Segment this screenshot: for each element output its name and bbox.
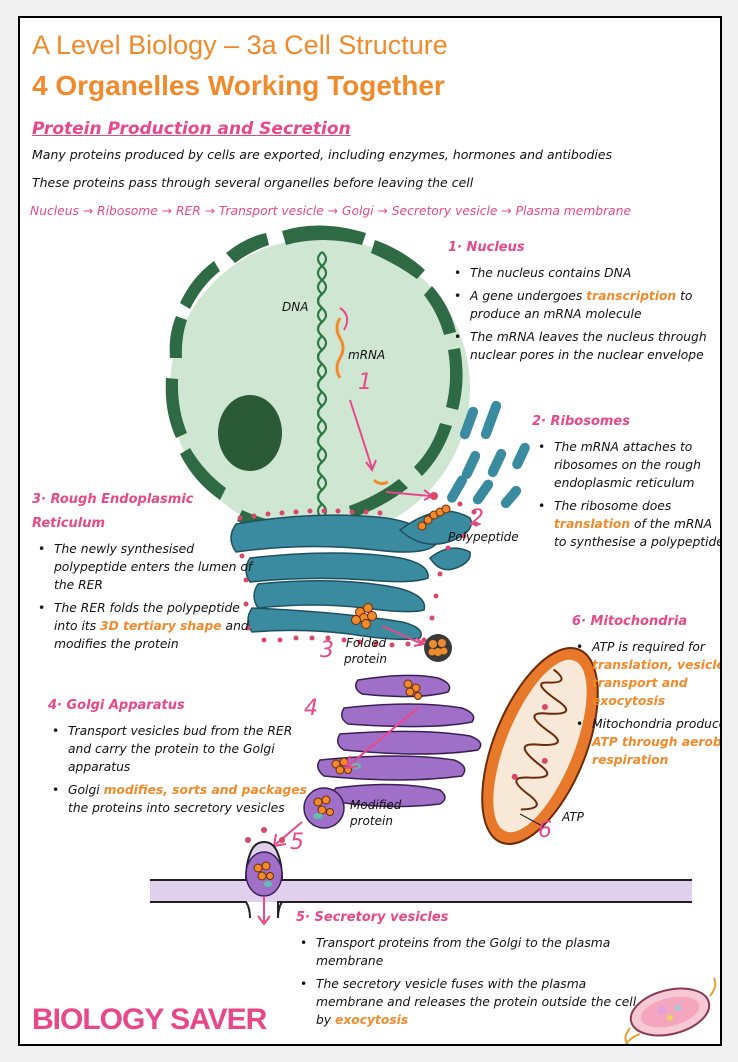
secretory-bullet-2: The secretory vesicle fuses with the pla… <box>300 975 648 1029</box>
rer-bullet-1: The newly synthesised polypeptide enters… <box>38 540 264 594</box>
dna-helix <box>316 251 328 533</box>
step-number-2: 2 <box>470 506 484 531</box>
mrna-strand <box>335 317 345 379</box>
rough-er-graphic <box>230 492 479 648</box>
page-title: A Level Biology – 3a Cell Structure <box>32 30 448 60</box>
ribosomes-bullet-2: The ribosome does translation of the mRN… <box>538 497 720 551</box>
step-number-4: 4 <box>304 696 318 721</box>
nucleus-bullet-1: The nucleus contains DNA <box>454 264 720 282</box>
intro-line-1: Many proteins produced by cells are expo… <box>32 147 613 162</box>
rer-bullet-2: The RER folds the polypeptide into its 3… <box>38 599 264 653</box>
step-number-6: 6 <box>538 818 552 843</box>
rer-bullets: The newly synthesised polypeptide enters… <box>34 540 264 658</box>
protein-secretion-diagram <box>150 225 692 926</box>
page-subtitle: 4 Organelles Working Together <box>32 70 445 101</box>
heading-golgi: 4· Golgi Apparatus <box>48 698 185 713</box>
pathway-sequence: Nucleus → Ribosome → RER → Transport ves… <box>30 204 632 218</box>
secretory-bullets: Transport proteins from the Golgi to the… <box>296 934 648 1034</box>
plasma-membrane-graphic <box>150 827 692 926</box>
heading-secretory-vesicles: 5· Secretory vesicles <box>296 910 449 925</box>
golgi-bullets: Transport vesicles bud from the RER and … <box>48 722 308 822</box>
nucleus-graphic <box>165 225 470 538</box>
transport-vesicle <box>424 634 452 662</box>
heading-mitochondria: 6· Mitochondria <box>572 614 688 629</box>
mitochondria-bullet-2: Mitochondria produce ATP through aerobic… <box>576 715 720 769</box>
intro-line-2: These proteins pass through several orga… <box>32 175 474 190</box>
nucleolus <box>218 395 282 471</box>
bacterium-icon <box>624 977 717 1044</box>
label-modified-2: protein <box>350 814 393 828</box>
label-folded-1: Folded <box>346 636 387 650</box>
folded-protein-in-rer <box>351 603 377 629</box>
nuclear-envelope <box>165 225 463 534</box>
secretory-bullet-1: Transport proteins from the Golgi to the… <box>300 934 648 970</box>
golgi-bullet-2: Golgi modifies, sorts and packages the p… <box>52 781 308 817</box>
step-number-5: 5 <box>290 830 304 855</box>
worksheet-page: A Level Biology – 3a Cell Structure 4 Or… <box>18 16 722 1046</box>
label-mrna: mRNA <box>348 348 386 362</box>
heading-rer-1: 3· Rough Endoplasmic <box>32 492 194 507</box>
step-number-3: 3 <box>320 638 334 663</box>
mitochondrion-graphic <box>481 647 599 845</box>
nucleus-bullets: The nucleus contains DNA A gene undergoe… <box>450 264 720 369</box>
label-atp: ATP <box>562 810 584 824</box>
label-folded-2: protein <box>344 652 387 666</box>
ribosomes-bullets: The mRNA attaches to ribosomes on the ro… <box>534 438 720 556</box>
step-number-1: 1 <box>358 370 372 395</box>
mitochondria-bullet-1: ATP is required for translation, vesicle… <box>576 638 720 710</box>
mitochondria-bullets: ATP is required for translation, vesicle… <box>572 638 720 774</box>
nucleus-bullet-3: The mRNA leaves the nucleus through nucl… <box>454 328 720 364</box>
label-polypeptide: Polypeptide <box>448 530 519 544</box>
golgi-graphic <box>272 674 482 848</box>
free-ribosome-membranes <box>447 400 530 509</box>
heading-nucleus: 1· Nucleus <box>448 240 525 255</box>
golgi-bullet-1: Transport vesicles bud from the RER and … <box>52 722 308 776</box>
ribosomes-bullet-1: The mRNA attaches to ribosomes on the ro… <box>538 438 720 492</box>
biology-saver-logo: BIOLOGY SAVER <box>32 1003 267 1036</box>
heading-ribosomes: 2· Ribosomes <box>532 414 630 429</box>
label-modified-1: Modified <box>350 798 402 812</box>
label-dna: DNA <box>282 300 309 314</box>
heading-rer-2: Reticulum <box>32 516 106 531</box>
nucleus-bullet-2: A gene undergoes transcription to produc… <box>454 287 720 323</box>
section-title: Protein Production and Secretion <box>32 119 351 139</box>
polypeptide-beads <box>417 504 451 531</box>
